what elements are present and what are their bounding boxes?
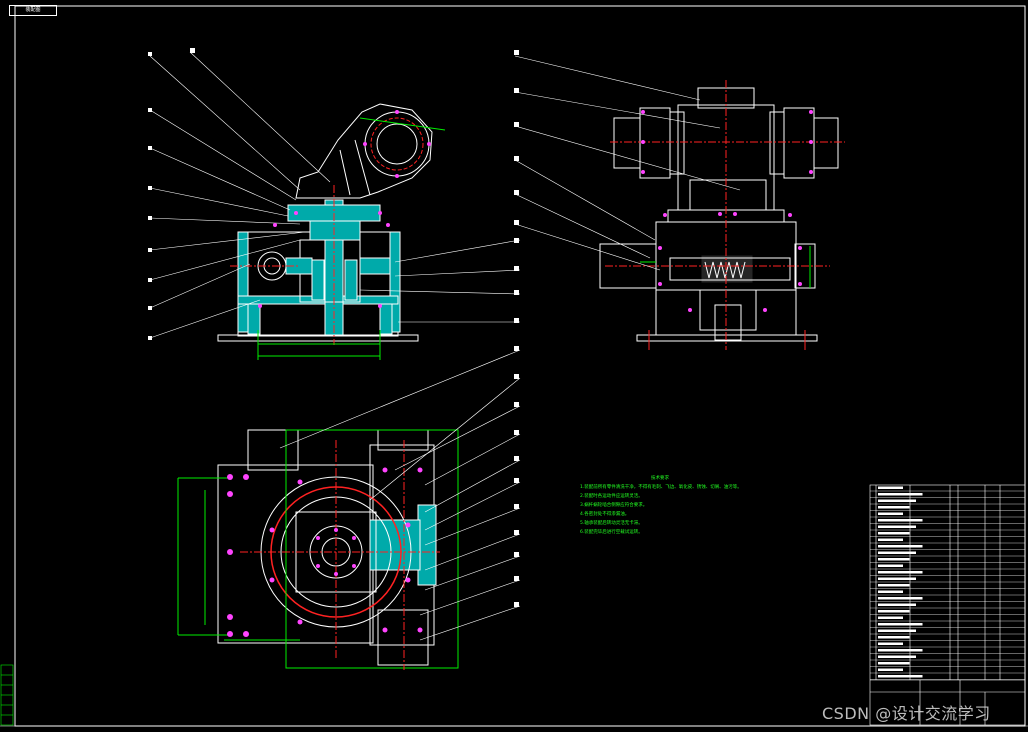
parts-row-text [878, 616, 903, 619]
parts-row-text [878, 512, 903, 515]
watermark: CSDN @设计交流学习 [822, 704, 991, 723]
note-line: 1.装配前所有零件清洗干净，不得有毛刺、飞边、氧化皮、锈蚀、切屑、油污等。 [580, 485, 740, 490]
parts-row-text [878, 506, 910, 509]
note-line: 2.装配时各运动件应运转灵活。 [580, 494, 643, 499]
note-line: 6.装配完毕后进行空载试运转。 [580, 530, 643, 535]
parts-row-text [878, 577, 916, 580]
note-line: 5.轴承装配后转动灵活无卡滞。 [580, 521, 643, 526]
balloon-tags [148, 48, 519, 607]
parts-row-text [878, 655, 916, 658]
parts-row-text [878, 668, 903, 671]
top-view [177, 349, 521, 670]
parts-row-text [878, 525, 916, 528]
parts-row-text [878, 532, 910, 535]
parts-row-text [878, 499, 916, 502]
parts-row-text [878, 493, 923, 496]
parts-list [869, 484, 1026, 726]
note-line: 4.各密封处不得渗漏油。 [580, 512, 630, 517]
parts-row-text [878, 603, 916, 606]
parts-row-text [878, 545, 923, 548]
parts-row-text [878, 623, 923, 626]
parts-row-text [878, 486, 903, 489]
parts-row-text [878, 551, 916, 554]
parts-row-text [878, 610, 910, 613]
parts-row-text [878, 538, 903, 541]
parts-list-rows [870, 486, 1025, 680]
parts-row-text [878, 629, 916, 632]
margin-strip [0, 664, 14, 726]
side-view [514, 55, 845, 350]
parts-row-text [878, 519, 923, 522]
parts-row-text [878, 675, 923, 678]
note-line: 3.蜗杆蜗轮啮合侧隙应符合要求。 [580, 503, 648, 508]
parts-row-text [878, 564, 903, 567]
notes-title: 技术要求 [651, 476, 669, 481]
parts-row-text [878, 584, 910, 587]
parts-row-text [878, 649, 923, 652]
technical-notes: 技术要求 1.装配前所有零件清洗干净，不得有毛刺、飞边、氧化皮、锈蚀、切屑、油污… [580, 474, 740, 537]
parts-row-text [878, 558, 910, 561]
parts-row-text [878, 597, 923, 600]
parts-row-text [878, 662, 910, 665]
drawing-title-tag: 装配图 [9, 5, 57, 16]
drawing-frame [14, 5, 1026, 727]
front-section-view [149, 51, 521, 360]
parts-row-text [878, 571, 923, 574]
parts-row-text [878, 590, 903, 593]
parts-row-text [878, 636, 910, 639]
parts-row-text [878, 642, 903, 645]
